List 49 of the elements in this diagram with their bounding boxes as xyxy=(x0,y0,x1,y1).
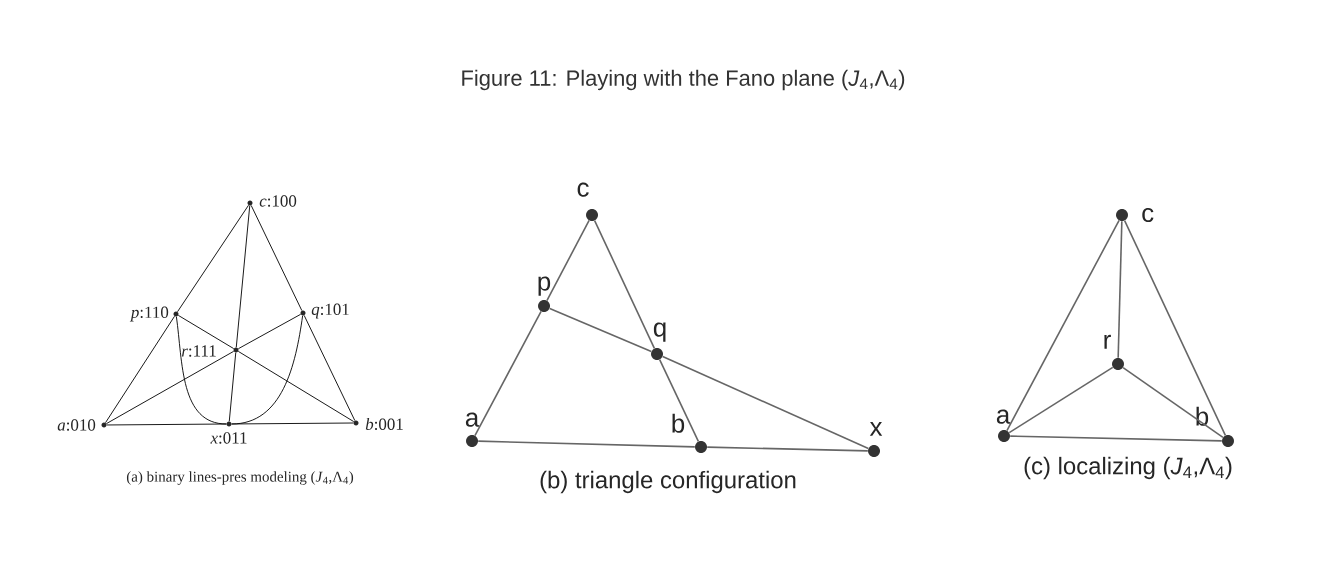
point-label: b xyxy=(1196,406,1209,426)
point-label: c xyxy=(1142,207,1154,223)
line xyxy=(546,219,590,302)
line xyxy=(1008,366,1114,434)
point-label: a xyxy=(465,412,480,427)
line xyxy=(228,352,237,422)
curve xyxy=(231,315,304,425)
line xyxy=(548,307,653,353)
point-label: p xyxy=(538,276,551,296)
line xyxy=(237,350,355,423)
line xyxy=(105,350,235,425)
point-label: r:111 xyxy=(181,345,216,357)
line xyxy=(658,358,700,443)
line xyxy=(303,315,356,421)
point-label: x:011 xyxy=(210,432,247,444)
line xyxy=(661,355,870,450)
line xyxy=(706,446,869,452)
point-label: a xyxy=(996,409,1011,424)
point-label: x xyxy=(869,422,883,436)
point-label: c xyxy=(577,182,589,197)
line xyxy=(1009,435,1223,442)
line xyxy=(235,205,251,348)
line xyxy=(177,204,249,313)
point-label: q:101 xyxy=(311,303,349,319)
point-label: b xyxy=(672,413,685,433)
line xyxy=(106,423,227,426)
line xyxy=(1122,366,1224,439)
point-label: r xyxy=(1104,334,1111,349)
line xyxy=(237,313,302,350)
caption: (a) binary lines-pres modeling (J$_{4}$,Λ$_{4}$) xyxy=(126,471,354,485)
line xyxy=(105,315,175,424)
line xyxy=(177,314,235,350)
figure-title: Figure 11: Playing with the Fano plane (J$_{4}$,Λ$_{4}$) xyxy=(462,69,905,91)
line xyxy=(1117,220,1123,359)
line xyxy=(231,422,354,425)
line xyxy=(250,205,303,311)
line xyxy=(593,219,656,350)
point-label: q xyxy=(653,322,666,342)
point-label: a:010 xyxy=(57,419,96,431)
line xyxy=(1006,219,1120,432)
line xyxy=(474,310,542,437)
point-label: p:110 xyxy=(129,306,169,322)
line xyxy=(477,440,696,448)
caption: (b) triangle configuration xyxy=(540,470,796,494)
point-label: c:100 xyxy=(259,195,297,207)
curve xyxy=(175,316,227,425)
caption: (c) localizing (J$_{4}$,Λ$_{4}$) xyxy=(1024,456,1232,480)
point-label: b:001 xyxy=(365,418,403,430)
line xyxy=(1123,219,1227,437)
